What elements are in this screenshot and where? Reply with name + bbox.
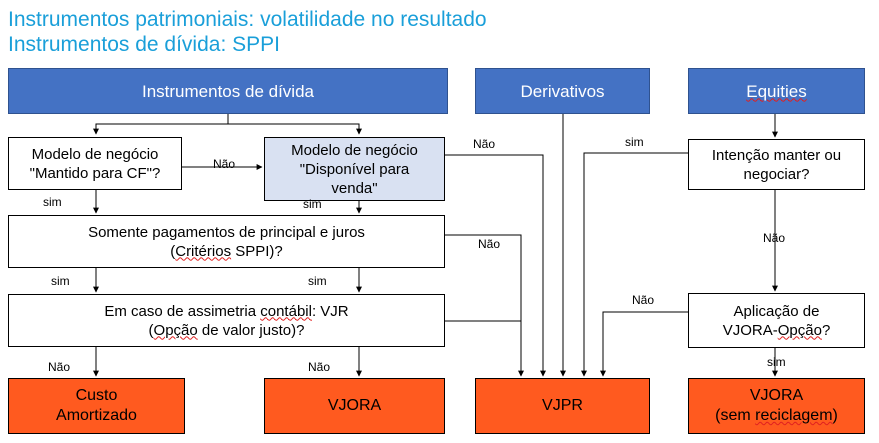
label-sim-afs-to-sppi: sim bbox=[303, 197, 322, 211]
label-sim-sppi-left: sim bbox=[51, 274, 70, 288]
label-sim-sppi-right: sim bbox=[308, 274, 327, 288]
header-equities-label: Equities bbox=[746, 81, 807, 101]
option-text-pre: Aplicação de VJORA- bbox=[722, 302, 820, 339]
connector-intent-to-vjpr bbox=[581, 152, 688, 377]
outcome-vjora-no-recycling-word: reciclagem bbox=[755, 407, 833, 424]
box-sppi-criteria: Somente pagamentos de principal e juros … bbox=[8, 215, 445, 268]
sppi-text-post: SPPI)? bbox=[231, 242, 283, 260]
title-line-2: Instrumentos de dívida: SPPI bbox=[8, 33, 280, 56]
option-text-post: ? bbox=[821, 321, 831, 339]
header-equities: Equities bbox=[688, 68, 865, 114]
outcome-vjora: VJORA bbox=[264, 378, 445, 434]
header-debt-instruments: Instrumentos de dívida bbox=[8, 68, 448, 114]
box-business-model-available: Modelo de negócio "Disponível para venda… bbox=[264, 137, 445, 201]
asym-text-mid: : VJR ( bbox=[148, 302, 349, 339]
asym-text-post: de valor justo)? bbox=[197, 321, 305, 339]
label-nao-asym-left: Não bbox=[48, 360, 71, 374]
header-derivatives: Derivativos bbox=[475, 68, 650, 114]
outcome-vjora-no-recycling-pre: (sem bbox=[715, 407, 756, 424]
connector-afs-to-vjpr bbox=[445, 154, 546, 377]
label-nao-asym-right: Não bbox=[308, 360, 331, 374]
box-business-model-hold: Modelo de negócio "Mantido para CF"? bbox=[8, 137, 182, 190]
outcome-vjora-no-recycling-post: ) bbox=[832, 407, 838, 424]
sppi-text-pre: Somente pagamentos de principal e juros … bbox=[88, 223, 365, 260]
label-sim-option-down: sim bbox=[767, 355, 786, 369]
connector-header-split bbox=[93, 114, 229, 135]
asym-text-word: contábil bbox=[260, 302, 312, 320]
asym-text-word2: Opção bbox=[153, 321, 198, 339]
option-text-word: Opção bbox=[777, 321, 822, 339]
outcome-vjora-no-recycling: VJORA (sem reciclagem) bbox=[688, 378, 865, 434]
box-accounting-asymmetry: Em caso de assimetria contábil: VJR (Opç… bbox=[8, 294, 445, 347]
connector-sppi-to-vjpr bbox=[445, 234, 524, 377]
label-nao-afs-to-vjpr: Não bbox=[473, 137, 496, 151]
label-sim-intent-to-vjpr: sim bbox=[625, 135, 644, 149]
box-intent-hold-or-trade: Intenção manter ou negociar? bbox=[688, 139, 865, 190]
label-nao-intent-down: Não bbox=[763, 231, 786, 245]
label-sim-hold-to-sppi: sim bbox=[43, 195, 62, 209]
label-nao-option-to-vjpr: Não bbox=[632, 293, 655, 307]
label-nao-hold-to-afs: Não bbox=[213, 157, 236, 171]
outcome-vjora-no-recycling-line1: VJORA bbox=[749, 387, 804, 404]
title-line-1: Instrumentos patrimoniais: volatilidade … bbox=[8, 8, 487, 31]
connector-header-to-afs bbox=[228, 123, 362, 135]
sppi-text-word: Critérios bbox=[175, 242, 232, 260]
asym-text-pre: Em caso de assimetria bbox=[104, 302, 261, 320]
outcome-amortized-cost: Custo Amortizado bbox=[8, 378, 185, 434]
box-vjora-option: Aplicação de VJORA-Opção? bbox=[688, 293, 865, 348]
connector-option-to-vjpr bbox=[600, 311, 688, 377]
outcome-vjpr: VJPR bbox=[475, 378, 650, 434]
label-nao-sppi-to-vjpr: Não bbox=[478, 237, 501, 251]
